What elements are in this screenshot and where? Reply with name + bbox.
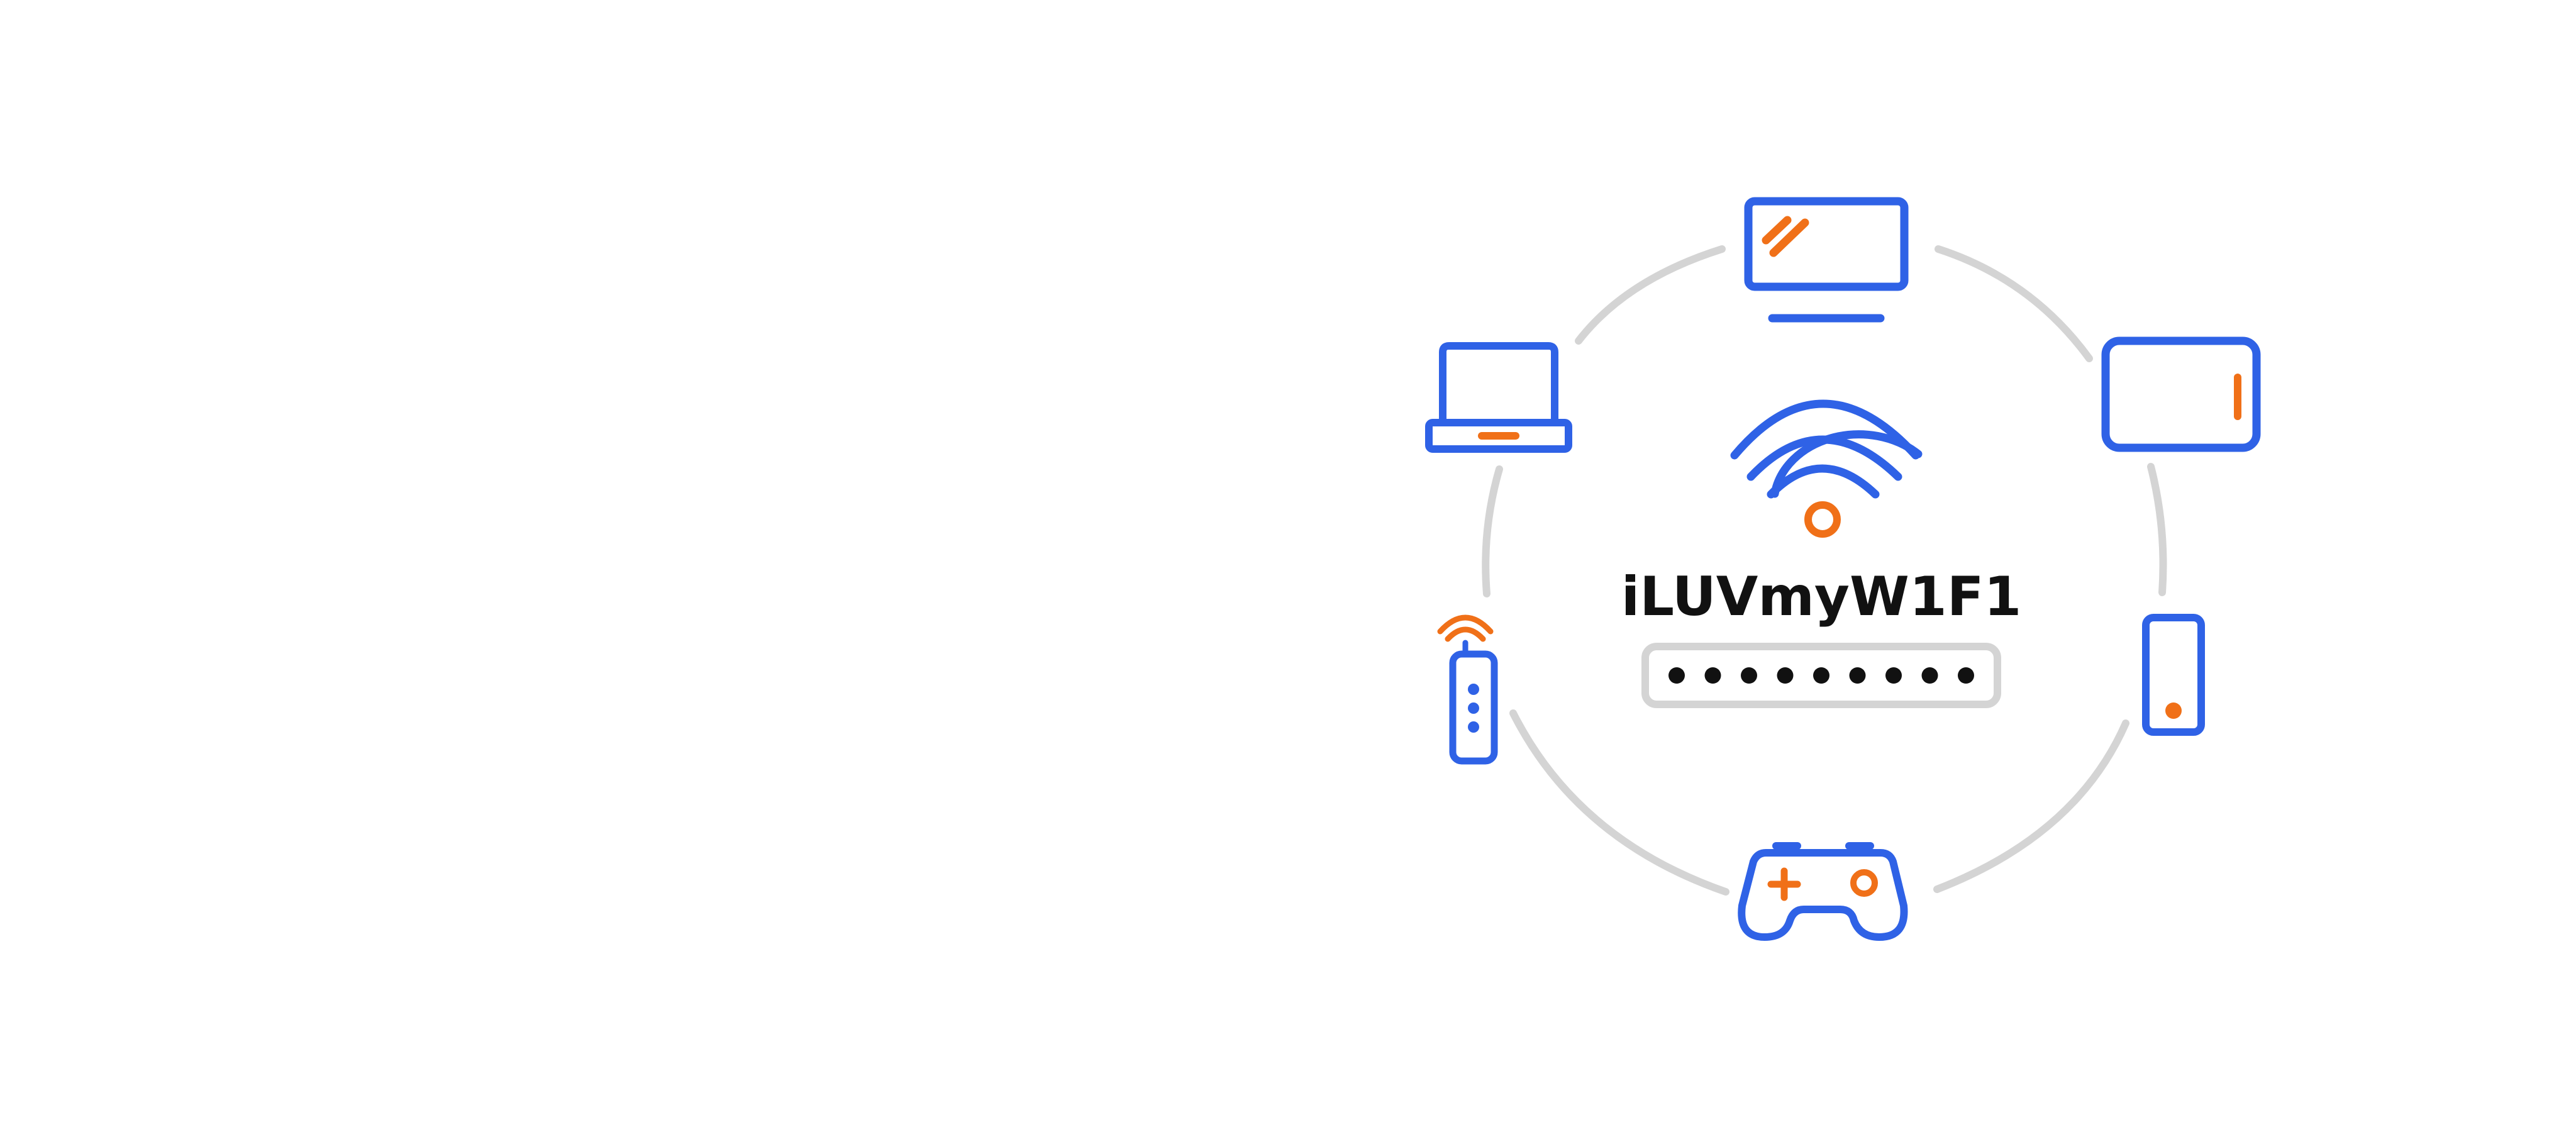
streaming-remote-icon: [1437, 614, 1498, 765]
ring-segment-left: [1482, 465, 1503, 597]
password-dot: [1777, 667, 1794, 684]
ring-segment-bottom-right: [1933, 719, 2129, 893]
desktop-monitor-icon: [1744, 197, 1909, 323]
password-dot: [1921, 667, 1938, 684]
password-dot: [1849, 667, 1866, 684]
password-dot: [1668, 667, 1685, 684]
connection-ring: [1482, 245, 2167, 896]
game-controller-icon: [1738, 842, 1908, 941]
password-field[interactable]: ●●●●●●●●●: [1641, 643, 2001, 708]
ring-segment-top-right: [1935, 245, 2093, 362]
password-dot: [1958, 667, 1974, 684]
network-name: iLUVmyW1F1: [1621, 565, 2022, 628]
password-dot: [1813, 667, 1829, 684]
laptop-icon: [1425, 342, 1572, 453]
password-dot: [1704, 667, 1721, 684]
ring-segment-bottom-left: [1509, 709, 1729, 896]
password-dot: [1741, 667, 1757, 684]
tablet-icon: [2101, 336, 2261, 452]
password-mask-text: ●●●●●●●●●: [1819, 681, 1824, 682]
ring-segment-right: [2147, 463, 2167, 596]
wifi-signal-icon: [1730, 399, 1923, 538]
smartphone-icon: [2142, 614, 2205, 736]
password-dot: [1885, 667, 1902, 684]
password-dots: [1668, 667, 1974, 684]
ring-segment-top-left: [1575, 245, 1726, 345]
